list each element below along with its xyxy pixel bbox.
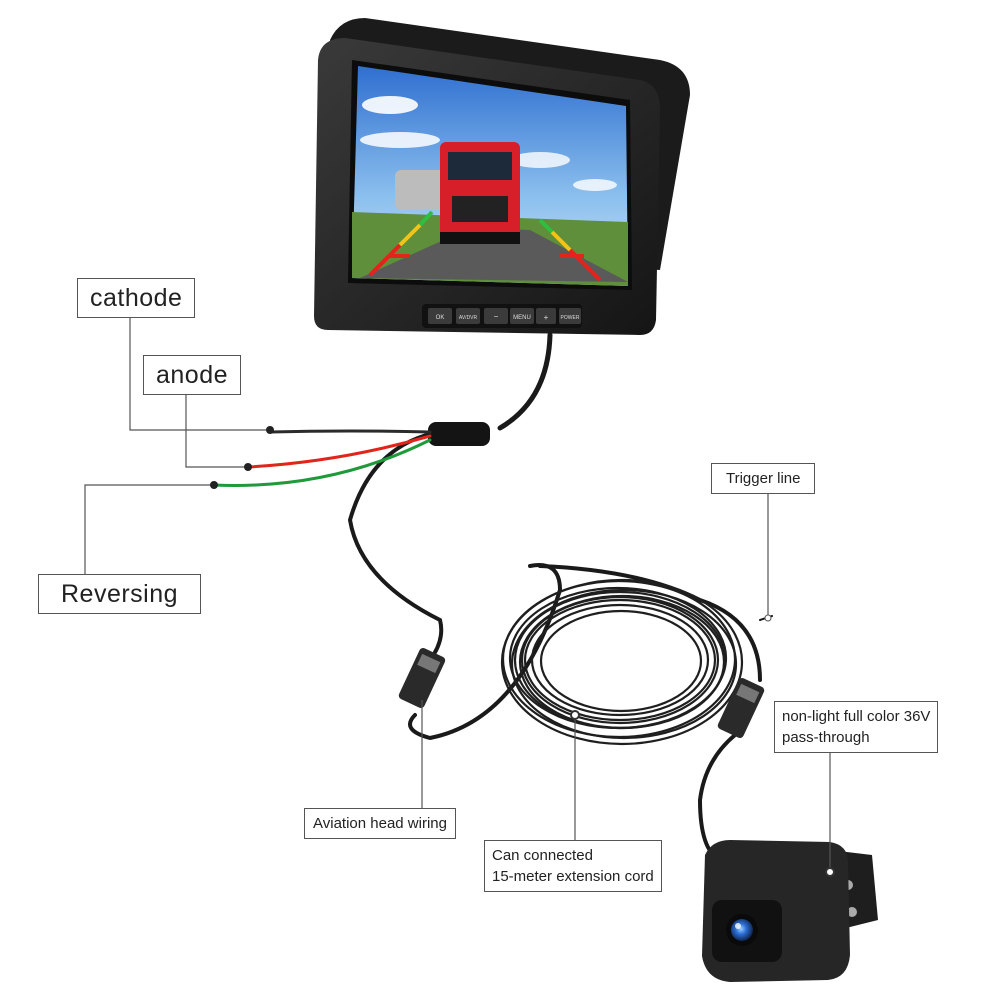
- svg-text:+: +: [544, 313, 549, 322]
- monitor: OK AV/DVR − MENU + POWER: [314, 18, 690, 335]
- menu-button[interactable]: [510, 308, 534, 324]
- svg-text:OK: OK: [436, 315, 445, 321]
- leader-lines: [84, 318, 831, 870]
- leader-dots: [210, 426, 835, 877]
- svg-text:POWER: POWER: [561, 315, 580, 321]
- cathode-label: cathode: [77, 278, 196, 318]
- extension-cord-line-2: 15-meter extension cord: [492, 868, 654, 885]
- splitter-junction: [428, 422, 490, 446]
- extension-cord-label: Can connected 15-meter extension cord: [484, 840, 662, 892]
- parking-guide-lines: [368, 210, 602, 282]
- camera-spec-label: non-light full color 36V pass-through: [774, 701, 939, 753]
- extension-cord-line-1: Can connected: [492, 847, 593, 864]
- minus-button[interactable]: [484, 308, 508, 324]
- aviation-connector-left: [398, 648, 446, 708]
- camera-spec-line-1: non-light full color 36V: [782, 708, 931, 725]
- truck-image: [395, 142, 520, 244]
- camera-spec-line-2: pass-through: [782, 729, 870, 746]
- svg-text:MENU: MENU: [513, 315, 531, 321]
- ok-button[interactable]: [428, 308, 452, 324]
- plus-button[interactable]: [536, 308, 556, 324]
- coiled-extension-cord: [500, 578, 744, 746]
- aviation-head-label: Aviation head wiring: [304, 808, 456, 839]
- power-button[interactable]: [559, 308, 581, 324]
- av-dvr-button[interactable]: [456, 308, 480, 324]
- camera: [702, 840, 878, 982]
- monitor-screen: [352, 66, 628, 286]
- svg-text:−: −: [494, 312, 499, 321]
- reversing-label: Reversing: [38, 574, 202, 614]
- svg-text:AV/DVR: AV/DVR: [459, 315, 478, 321]
- monitor-buttons: OK AV/DVR − MENU + POWER: [428, 308, 581, 324]
- cables: [212, 332, 773, 862]
- trigger-line-label: Trigger line: [711, 463, 816, 494]
- aviation-connector-right: [717, 678, 765, 738]
- anode-label: anode: [143, 355, 242, 395]
